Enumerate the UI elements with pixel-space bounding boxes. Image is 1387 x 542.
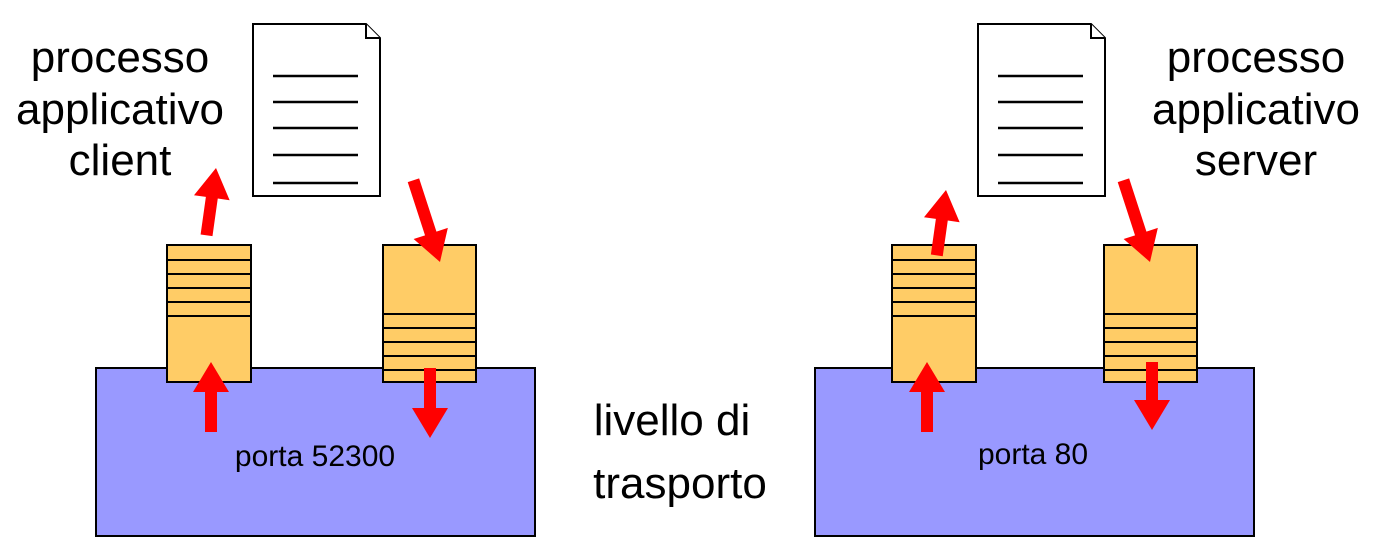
server-label-line-1: processo bbox=[1167, 33, 1346, 82]
client-receive-buffer bbox=[166, 244, 252, 383]
server-label-line-2: applicativo bbox=[1152, 85, 1360, 134]
server-label-line-3: server bbox=[1195, 136, 1317, 185]
server-transport-layer bbox=[814, 367, 1255, 537]
server-host: porta 80 processo applicativo server bbox=[814, 23, 1360, 537]
client-arrow-down-to-network bbox=[412, 368, 448, 438]
transport-label-line-2: trasporto bbox=[593, 459, 767, 508]
server-send-buffer bbox=[1103, 244, 1198, 383]
server-receive-buffer bbox=[891, 244, 977, 383]
client-label-line-3: client bbox=[69, 136, 172, 185]
client-transport-layer bbox=[95, 367, 536, 537]
client-arrow-down-to-buffer bbox=[407, 178, 448, 262]
client-label-line-1: processo bbox=[31, 33, 210, 82]
server-port-label: porta 80 bbox=[978, 438, 1088, 471]
server-arrow-up-to-app bbox=[923, 190, 960, 257]
server-arrow-down-to-network bbox=[1134, 362, 1170, 430]
transport-label-line-1: livello di bbox=[594, 396, 751, 445]
client-arrow-up-from-network bbox=[193, 362, 229, 432]
client-label-line-2: applicativo bbox=[16, 85, 224, 134]
client-arrow-up-to-app bbox=[193, 168, 230, 237]
server-arrow-down-to-buffer bbox=[1117, 178, 1158, 262]
client-document-icon bbox=[252, 23, 381, 197]
server-arrow-up-from-network bbox=[909, 362, 945, 432]
client-host: porta 52300 processo applicativo client bbox=[16, 23, 536, 537]
server-document-icon bbox=[977, 23, 1106, 197]
client-send-buffer bbox=[382, 244, 477, 383]
client-port-label: porta 52300 bbox=[235, 440, 395, 473]
